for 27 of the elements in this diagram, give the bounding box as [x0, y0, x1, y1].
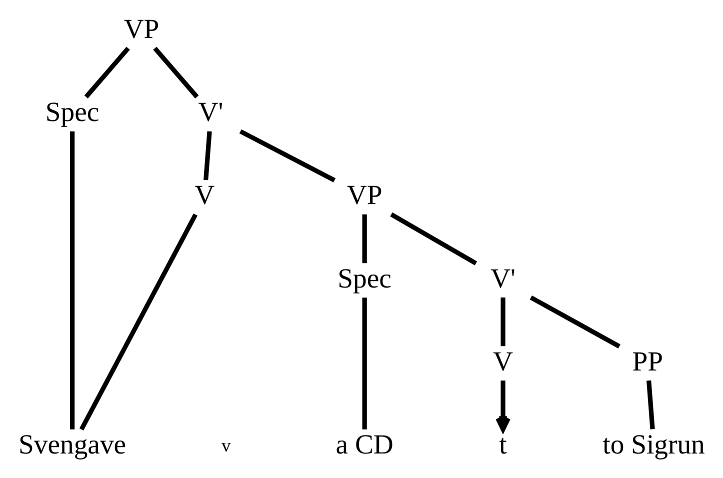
connector [84, 46, 130, 98]
connector [530, 295, 620, 348]
node-text: V [194, 179, 215, 210]
connector [500, 298, 506, 346]
node-text: to Sigrun [602, 428, 705, 460]
connector [362, 298, 367, 430]
connector [362, 214, 367, 264]
connector [204, 131, 212, 180]
node-text: V' [198, 96, 224, 128]
node-text: Spec [45, 96, 100, 128]
node-text: V [493, 345, 514, 376]
connector [390, 212, 478, 266]
connector [70, 131, 75, 430]
connector [153, 46, 199, 98]
node-text: Svengave [18, 428, 126, 460]
node-text: PP [632, 345, 664, 376]
arrow [496, 380, 511, 432]
node-text: V' [490, 262, 516, 294]
node-text: VP [124, 13, 160, 44]
node-text: a CD [336, 428, 394, 460]
connector [79, 214, 198, 430]
label: v [222, 435, 231, 456]
node-text: t [499, 428, 507, 460]
connector [646, 380, 655, 430]
node-text: VP [346, 179, 382, 210]
connector [239, 129, 336, 182]
node-text: Spec [338, 262, 392, 294]
